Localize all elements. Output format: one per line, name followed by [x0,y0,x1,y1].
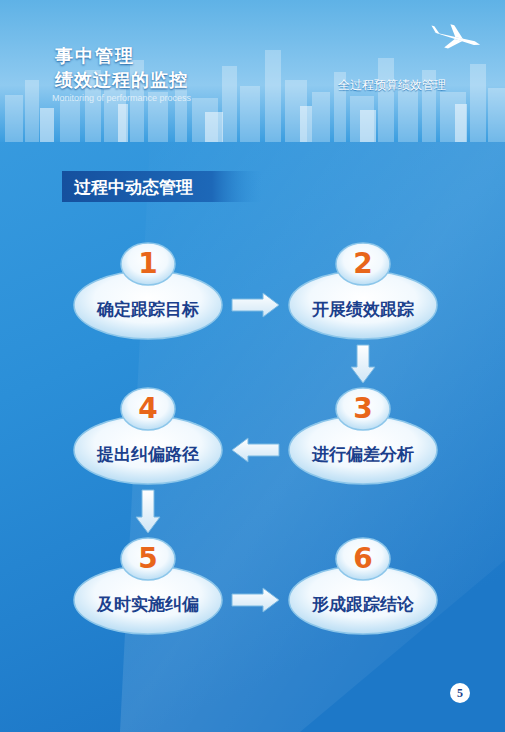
process-step: 5 及时实施纠偏 [73,537,223,635]
process-step: 3 进行偏差分析 [288,387,438,485]
header-english: Monitoring of performance process [52,93,191,103]
step-number: 1 [138,248,157,280]
step-number: 3 [353,393,372,425]
process-step: 6 形成跟踪结论 [288,537,438,635]
series-name: 全过程预算绩效管理 [338,77,446,94]
flow-arrow [136,490,160,533]
airplane [427,20,483,57]
step-label: 提出纠偏路径 [97,443,199,465]
city-skyline-near [40,104,467,142]
flow-arrow [232,588,279,612]
header-subtitle: 绩效过程的监控 [55,68,188,92]
step-number: 6 [353,543,372,575]
step-label: 形成跟踪结论 [312,593,414,615]
step-label: 确定跟踪目标 [97,298,199,320]
flow-arrow [232,293,279,317]
step-label: 开展绩效跟踪 [312,298,414,320]
process-step: 2 开展绩效跟踪 [288,242,438,340]
step-number: 2 [353,248,372,280]
section-title: 过程中动态管理 [74,175,193,199]
section-title-bar [62,171,262,202]
header-band [0,0,505,142]
flow-arrow [351,345,375,383]
process-step: 1 确定跟踪目标 [73,242,223,340]
step-number: 4 [138,393,157,425]
step-number: 5 [138,543,157,575]
process-step: 4 提出纠偏路径 [73,387,223,485]
page-number-disc [450,683,470,703]
step-label: 及时实施纠偏 [97,593,199,615]
flow-arrow [232,438,279,462]
header-title: 事中管理 [55,44,135,68]
page-number: 5 [457,686,463,700]
step-label: 进行偏差分析 [312,443,414,465]
